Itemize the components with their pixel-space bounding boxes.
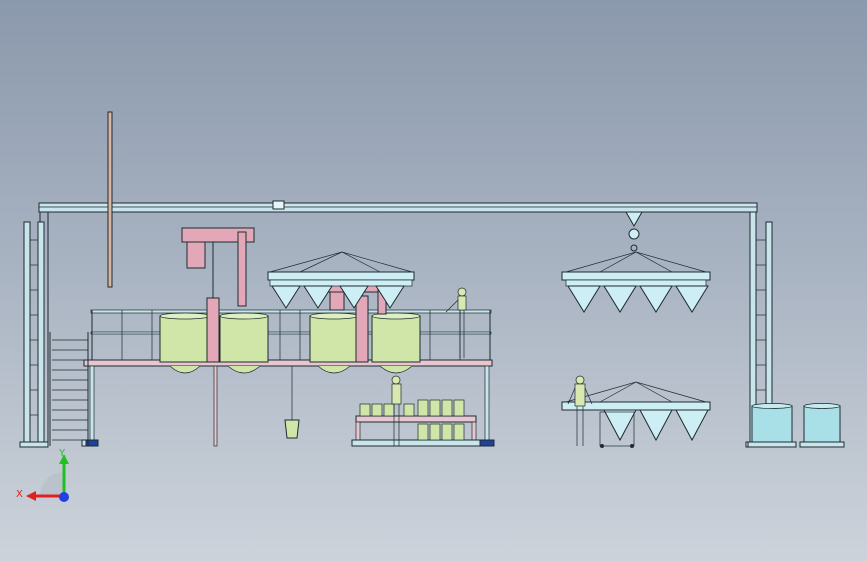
mezzanine-platform — [49, 309, 495, 447]
z-axis-dot — [59, 492, 69, 502]
drum-2 — [803, 405, 841, 443]
left-crane-column — [19, 212, 49, 448]
overhead-crane — [19, 200, 777, 448]
filling-line — [284, 366, 481, 447]
crane-beam — [38, 202, 758, 213]
worker-platform — [445, 287, 467, 358]
worker-floor — [567, 375, 593, 446]
x-axis-label: X — [16, 489, 23, 500]
exhaust-pipe — [107, 111, 113, 288]
tank-1 — [159, 315, 211, 363]
suspended-hopper-rack — [561, 211, 711, 313]
drum-1 — [751, 405, 793, 443]
drums — [747, 403, 845, 448]
tank-2 — [219, 315, 269, 363]
crane-trolley — [272, 200, 285, 210]
tank-4 — [371, 315, 421, 363]
hopper-rack-1 — [267, 251, 415, 309]
workers — [391, 287, 593, 446]
mixing-tanks — [159, 312, 421, 374]
worker-filling — [391, 375, 402, 446]
floor-hopper-rack — [561, 381, 711, 448]
stairway — [49, 332, 89, 446]
tank-3 — [309, 315, 359, 363]
coordinate-triad: Y X — [16, 448, 69, 502]
y-axis-label: Y — [58, 448, 66, 459]
